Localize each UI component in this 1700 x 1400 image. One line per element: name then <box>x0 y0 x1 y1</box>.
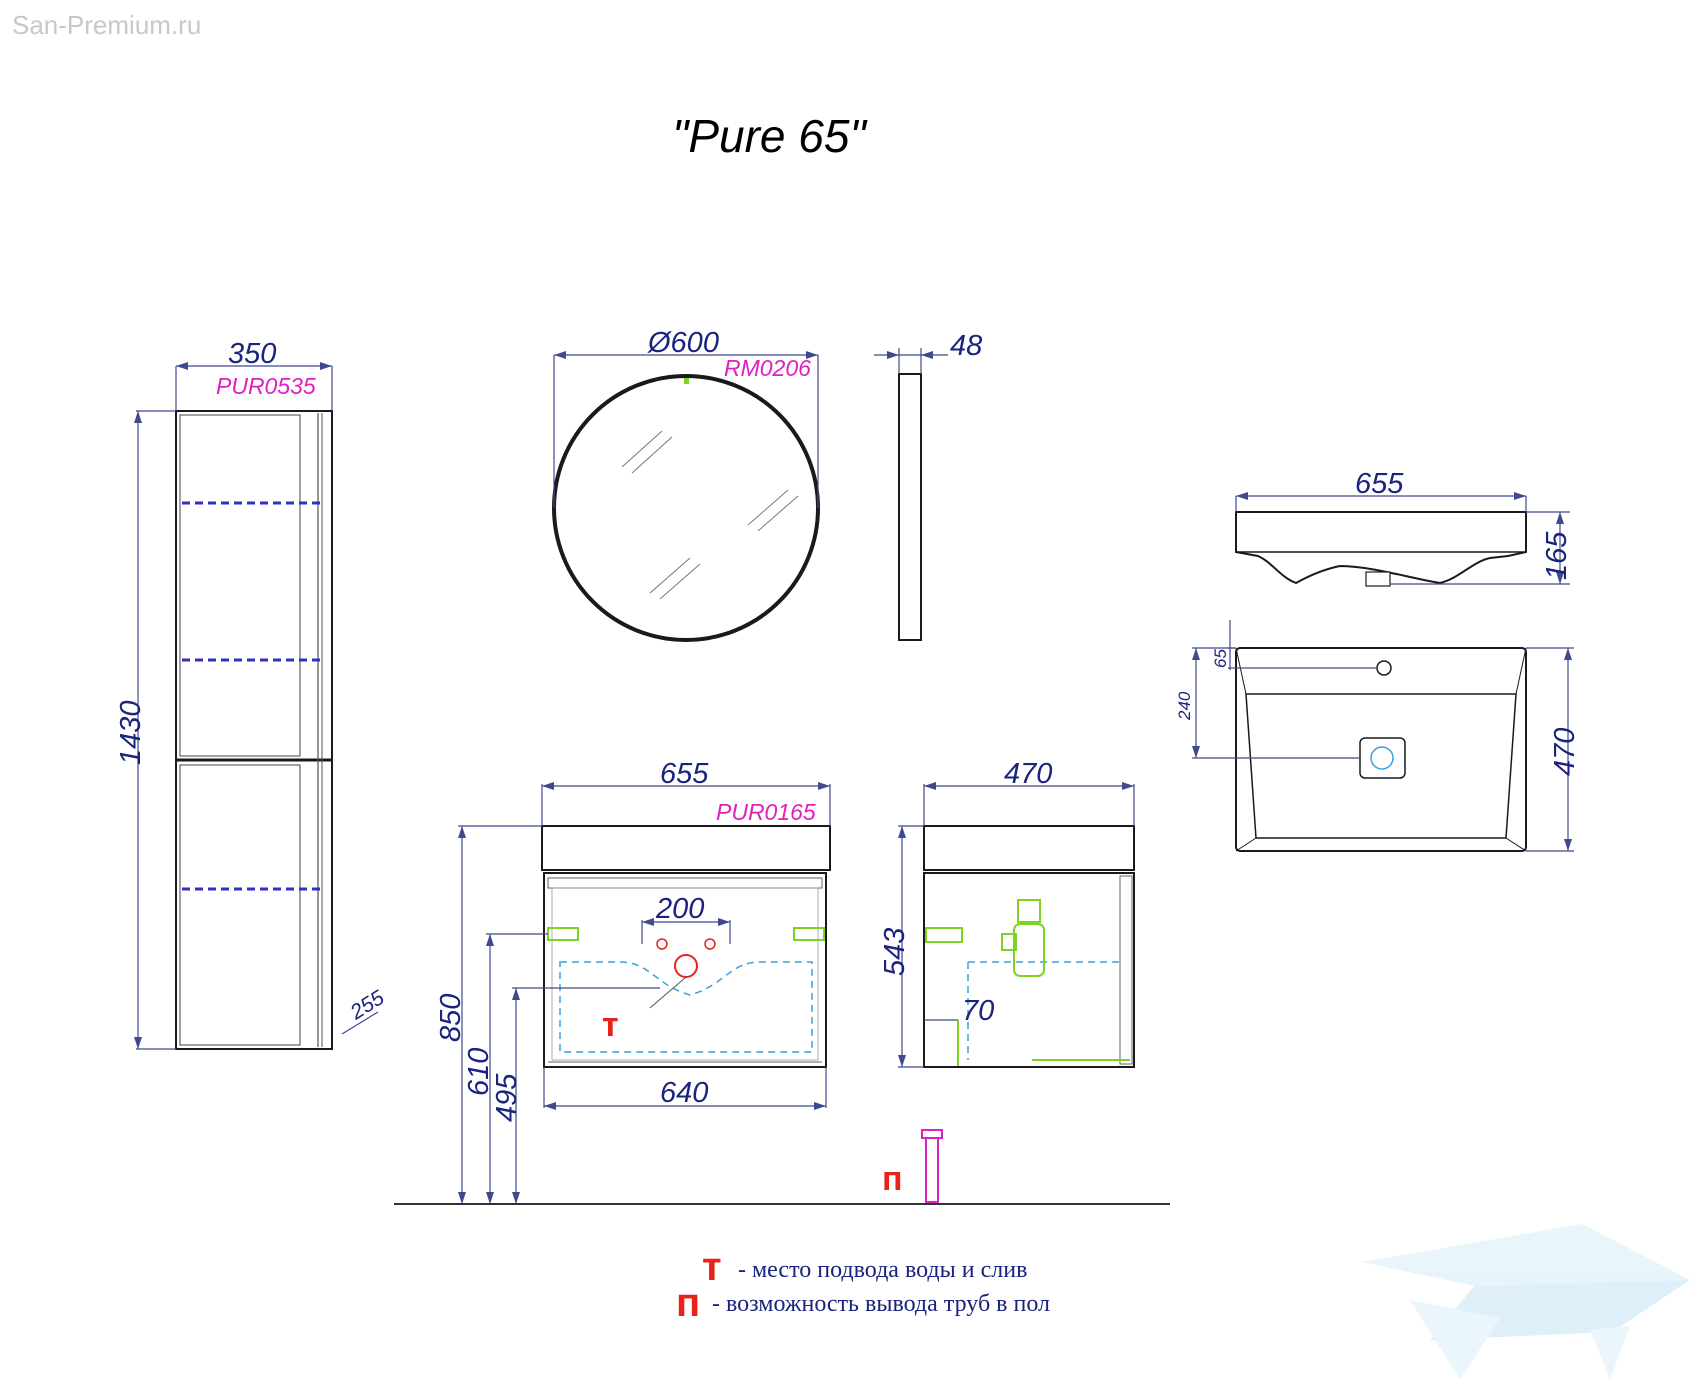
side-depth-dimension: 470 <box>923 758 1135 826</box>
drain-offset-label: 240 <box>1175 691 1194 721</box>
mirror-depth-dimension: 48 <box>874 330 982 374</box>
basin-depth-dimension: 470 <box>1526 647 1581 852</box>
basin-width-dimension: 655 <box>1235 468 1527 512</box>
side-depth-label: 470 <box>1004 758 1052 790</box>
page-title: "Pure 65" <box>672 110 868 162</box>
height-495-label: 495 <box>491 1073 523 1122</box>
mirror-side-profile <box>898 373 922 641</box>
height-850-dimension: 850 <box>435 825 542 1204</box>
cabinet-width-dimension: 655 <box>541 758 831 826</box>
t-marker: т <box>602 1006 619 1044</box>
legend: т - место подвода воды и слив п - возмож… <box>676 1245 1050 1325</box>
cabinet-code-label: PUR0165 <box>716 799 816 825</box>
watermark-text: San-Premium.ru <box>12 10 201 40</box>
cabinet-inner-width-label: 640 <box>660 1077 708 1109</box>
cabinet-inner-width-dimension: 640 <box>543 1067 827 1110</box>
basin-width-label: 655 <box>1355 468 1404 500</box>
column-height-dimension: 1430 <box>115 410 176 1050</box>
height-610-label: 610 <box>463 1048 495 1096</box>
legend-p-mark: п <box>676 1281 700 1325</box>
drain-offset-dimension: 240 <box>1175 647 1360 759</box>
legend-t-mark: т <box>702 1245 722 1289</box>
column-code-label: PUR0535 <box>216 373 316 399</box>
height-495-dimension: 495 <box>491 987 660 1204</box>
side-height-dimension: 543 <box>879 825 924 1068</box>
basin-depth-label: 470 <box>1549 728 1581 776</box>
side-height-label: 543 <box>879 928 911 976</box>
vanity-cabinet-front <box>541 825 831 1068</box>
cabinet-spacing-dimension: 200 <box>641 893 731 944</box>
mirror-code-label: RM0206 <box>724 355 811 381</box>
column-width-dimension: 350 <box>175 338 333 411</box>
side-offset-label: 70 <box>962 995 994 1027</box>
side-offset-dimension: 70 <box>924 995 994 1027</box>
basin-height-dimension: 165 <box>1390 511 1573 585</box>
p-marker: п <box>882 1160 903 1198</box>
column-depth-dimension: 255 <box>341 986 389 1035</box>
tap-offset-label: 65 <box>1211 649 1230 668</box>
column-width-label: 350 <box>228 338 276 370</box>
basin-plan-view <box>1235 647 1527 852</box>
height-610-dimension: 610 <box>463 933 548 1204</box>
height-850-label: 850 <box>435 994 467 1042</box>
floor-pipe <box>921 1129 943 1203</box>
cabinet-spacing-label: 200 <box>655 893 704 925</box>
mirror-diameter-label: Ø600 <box>647 327 719 359</box>
legend-p-text: - возможность вывода труб в пол <box>712 1291 1050 1317</box>
cabinet-width-label: 655 <box>660 758 709 790</box>
vanity-side-view <box>923 825 1135 1068</box>
mirror-diameter-dimension: Ø600 <box>553 327 819 508</box>
mirror-depth-label: 48 <box>950 330 982 362</box>
legend-t-text: - место подвода воды и слив <box>738 1257 1027 1283</box>
column-height-label: 1430 <box>115 700 147 765</box>
basin-front-view <box>1235 511 1527 587</box>
basin-height-label: 165 <box>1541 531 1573 580</box>
round-mirror <box>552 374 820 642</box>
tap-offset-dimension: 65 <box>1211 620 1376 670</box>
brand-logo-mark <box>1362 1224 1690 1380</box>
column-cabinet <box>175 410 333 1050</box>
